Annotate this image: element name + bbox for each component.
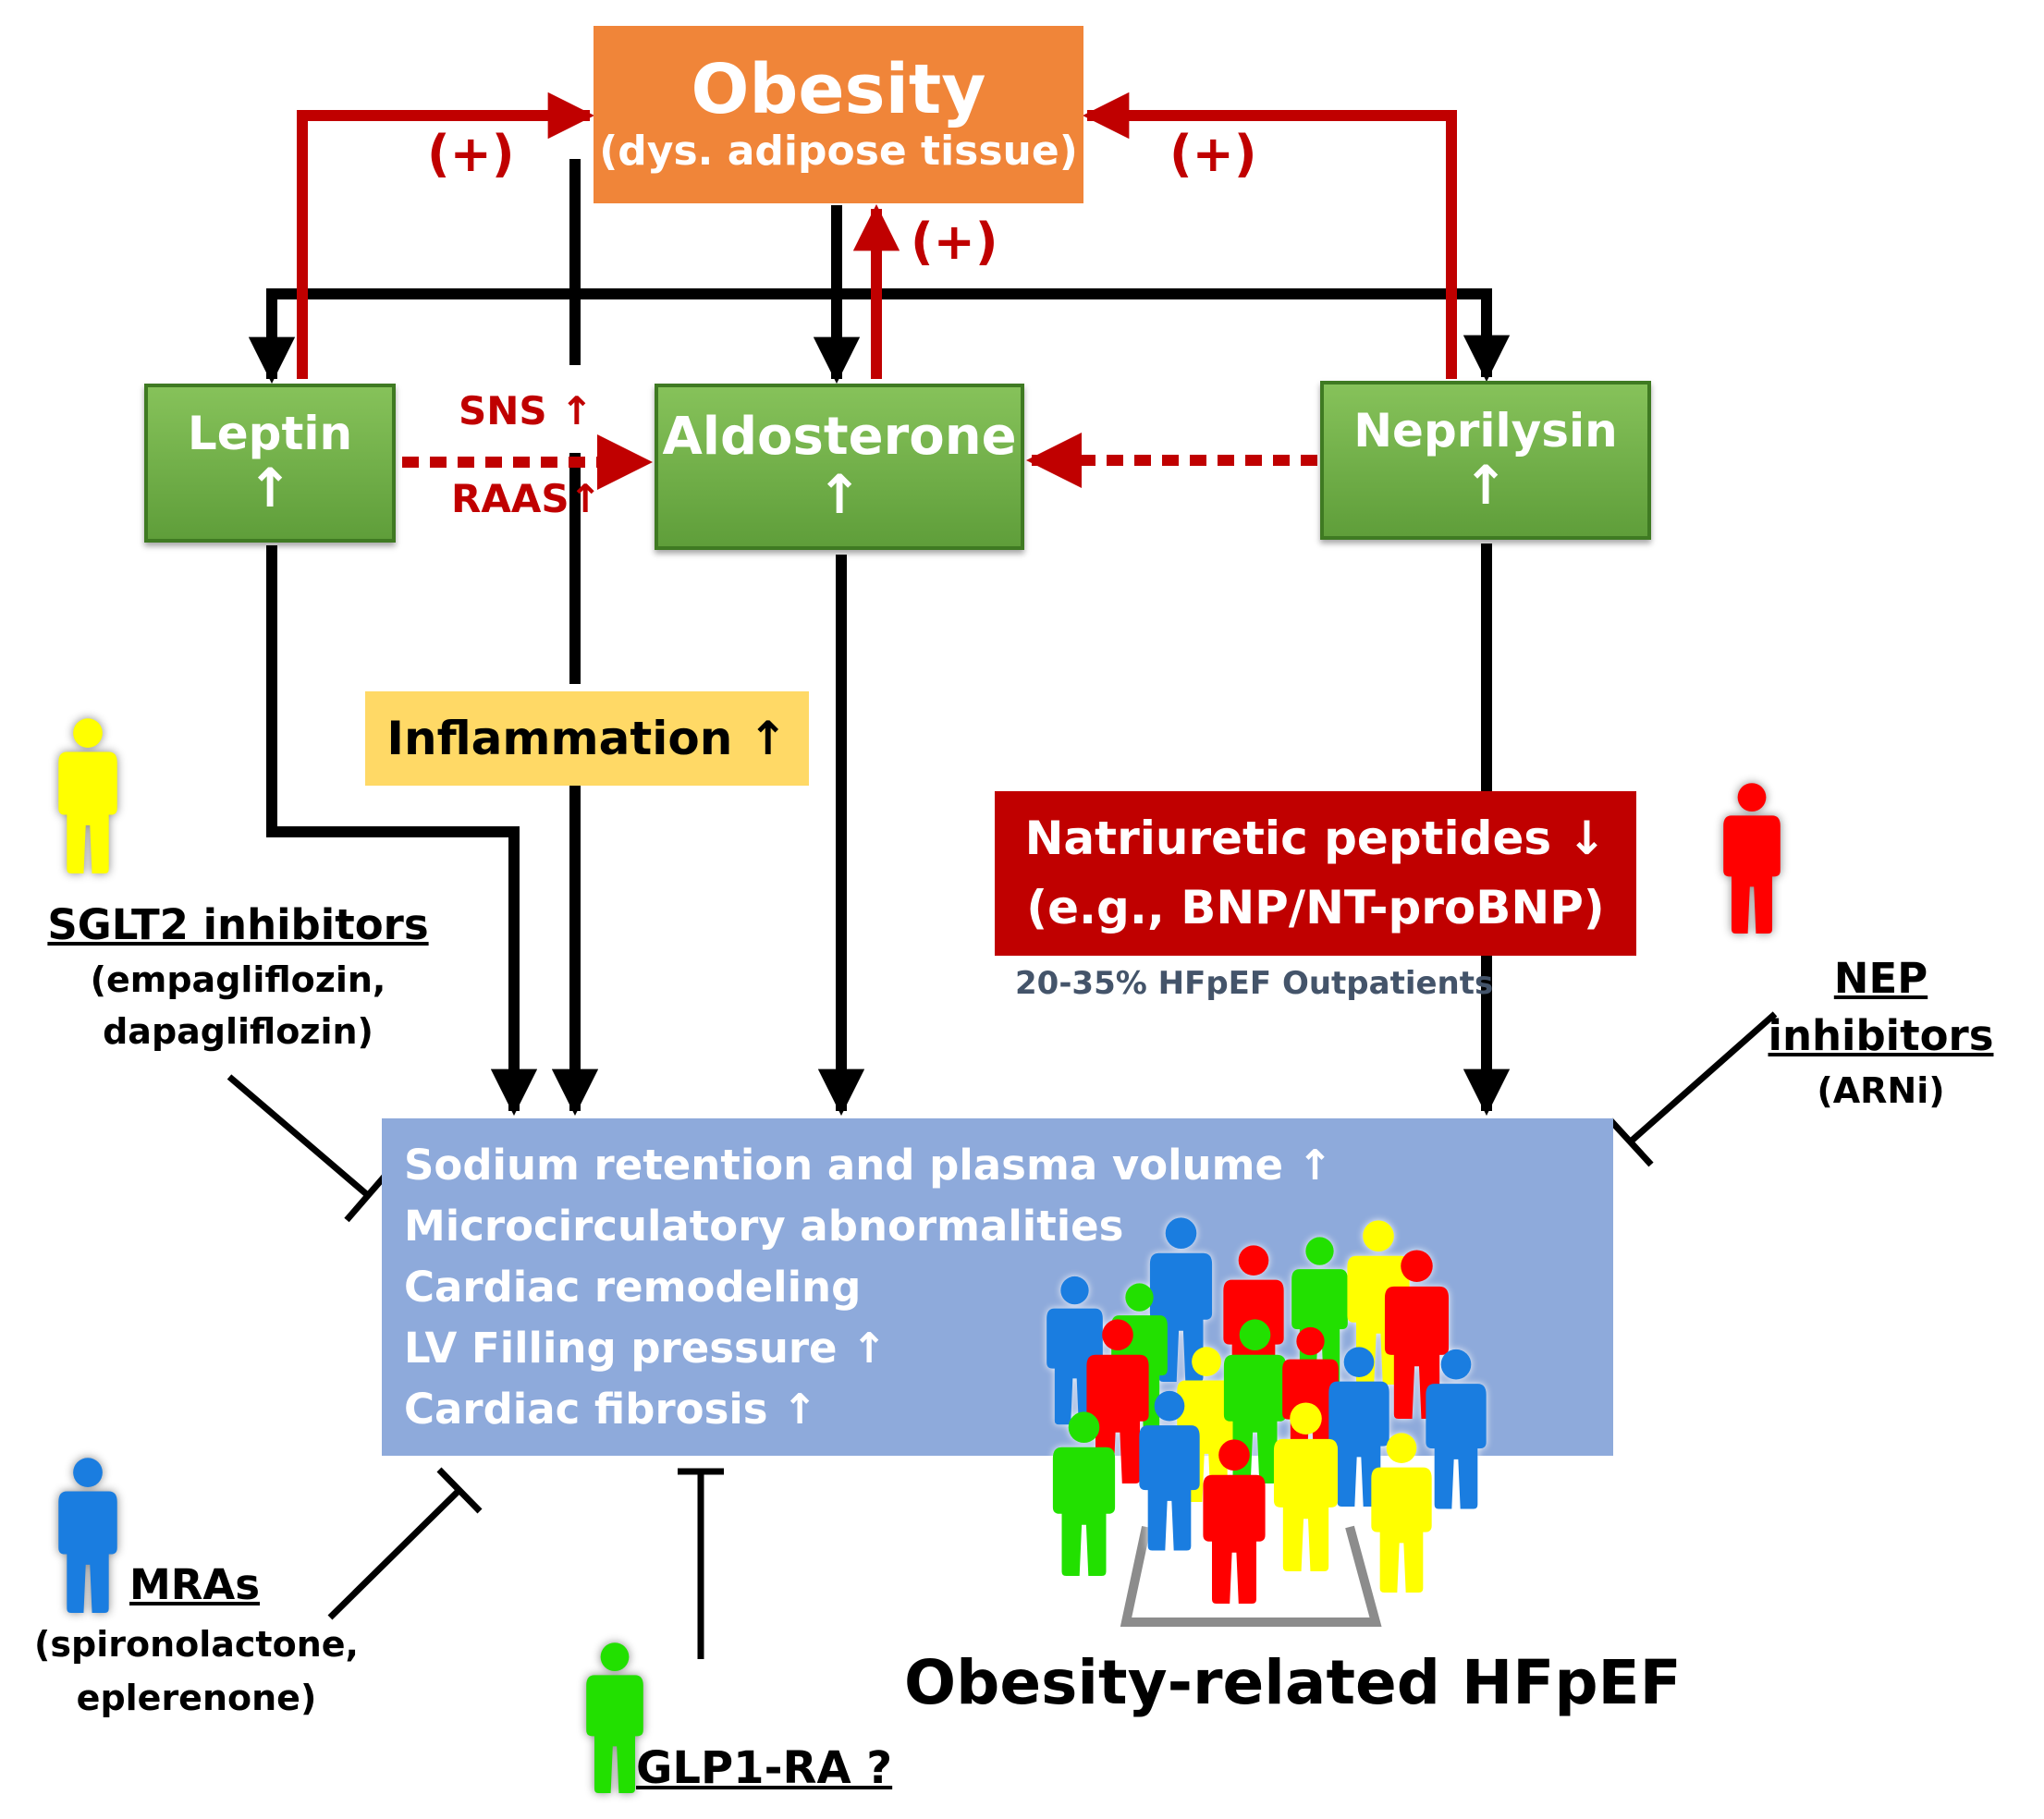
hfpef-outpatients-note: 20-35% HFpEF Outpatients (1015, 965, 1494, 1002)
mra-detail-1: (spironolactone, (34, 1624, 359, 1665)
sglt2-detail-2: dapagliflozin) (103, 1011, 373, 1052)
mra-detail-2: eplerenone) (76, 1678, 317, 1718)
mra-person-icon (58, 1458, 117, 1613)
sglt2-name: SGLT2 inhibitors (47, 900, 429, 949)
obesity-box: Obesity (dys. adipose tissue) (594, 26, 1083, 203)
neprilysin-box: Neprilysin ↑ (1320, 381, 1651, 540)
feedback-left-label: (+) (427, 125, 515, 183)
dotted-arrows (402, 433, 1317, 490)
mra-name: MRAs (129, 1560, 261, 1609)
obesity-subtitle: (dys. adipose tissue) (599, 128, 1078, 176)
mra-details: (spironolactone, eplerenone) (18, 1618, 374, 1725)
hfpef-title: Obesity-related HFpEF (904, 1647, 1682, 1718)
aldosterone-label: Aldosterone (662, 407, 1017, 468)
natriuretic-box: Natriuretic peptides ↓ (e.g., BNP/NT-pro… (995, 791, 1636, 956)
inflammation-label: Inflammation ↑ (386, 712, 788, 765)
inflammation-box: Inflammation ↑ (365, 691, 809, 786)
leptin-box: Leptin ↑ (144, 384, 396, 543)
sglt2-label: SGLT2 inhibitors (empagliflozin, dapagli… (46, 897, 430, 1057)
feedback-middle-label: (+) (911, 213, 998, 271)
sns-label: SNS ↑ (459, 388, 594, 433)
effect-sodium-retention: Sodium retention and plasma volume ↑ (404, 1141, 1333, 1190)
positive-feedback-arrows (297, 92, 1457, 379)
effect-cardiac-remodeling: Cardiac remodeling (404, 1263, 862, 1312)
nep-name: NEP inhibitors (1768, 954, 1994, 1060)
nep-person-icon (1723, 783, 1781, 934)
neprilysin-label: Neprilysin (1353, 403, 1618, 458)
inhibition-lines (226, 1011, 1778, 1659)
natriuretic-line1: Natriuretic peptides ↓ (1024, 812, 1607, 865)
aldosterone-box: Aldosterone ↑ (655, 384, 1024, 550)
effects-input-arrows (266, 159, 1511, 1117)
effect-microcirculatory: Microcirculatory abnormalities (404, 1202, 1124, 1251)
raas-label: RAAS↑ (451, 476, 602, 521)
glp1-name: GLP1-RA ? (636, 1742, 893, 1794)
leptin-label: Leptin (187, 406, 353, 460)
natriuretic-line2: (e.g., BNP/NT-proBNP) (1026, 881, 1605, 934)
neprilysin-arrow: ↑ (1463, 453, 1509, 517)
effect-cardiac-fibrosis: Cardiac fibrosis ↑ (404, 1385, 817, 1434)
effects-list: Sodium retention and plasma volume ↑ Mic… (404, 1135, 1332, 1440)
crowd-pedestal (1120, 1525, 1382, 1627)
sglt2-detail-1: (empagliflozin, (90, 959, 386, 1000)
leptin-arrow: ↑ (247, 456, 293, 519)
sglt2-person-icon (58, 718, 117, 873)
aldosterone-arrow: ↑ (816, 462, 863, 526)
glp1-person-icon (586, 1642, 643, 1793)
obesity-title: Obesity (691, 49, 986, 129)
nep-label: NEP inhibitors (ARNi) (1721, 950, 2040, 1117)
feedback-right-label: (+) (1169, 125, 1257, 183)
nep-detail-1: (ARNi) (1817, 1070, 1945, 1111)
effect-lv-filling-pressure: LV Filling pressure ↑ (404, 1324, 887, 1373)
